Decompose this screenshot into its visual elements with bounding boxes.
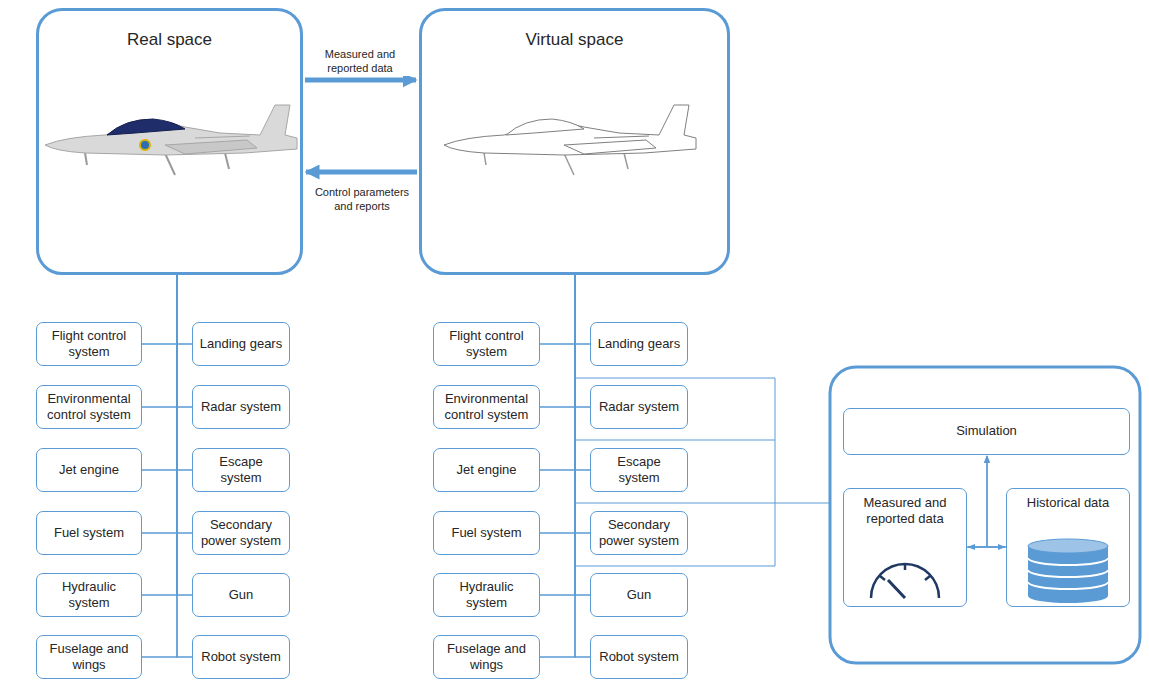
subsystem-box: Fuel system: [36, 511, 142, 555]
box-label: Historical data: [1027, 495, 1109, 511]
subsystem-box: Jet engine: [36, 448, 142, 492]
data-box: Simulation: [843, 408, 1130, 455]
panel-title: Real space: [127, 29, 212, 50]
data-flow-arrow: [305, 78, 416, 83]
box-label: Landing gears: [200, 336, 282, 352]
connector-line: [177, 275, 192, 657]
space-panel: Virtual space: [419, 8, 730, 275]
connector-line: [575, 275, 590, 657]
subsystem-box: Flight control system: [433, 322, 540, 366]
panel-title: Virtual space: [526, 29, 624, 50]
connector-line: [177, 275, 192, 595]
box-label: Flight control system: [438, 328, 535, 361]
connector-line: [540, 275, 575, 657]
connector-line: [575, 275, 590, 470]
subsystem-box: Environmental control system: [36, 385, 142, 429]
box-label: Jet engine: [59, 462, 119, 478]
database-icon: [1028, 539, 1108, 603]
subsystem-box: Flight control system: [36, 322, 142, 366]
jet-illustration: [45, 105, 297, 175]
subsystem-box: Jet engine: [433, 448, 540, 492]
connector-line: [987, 456, 1006, 547]
connector-line: [177, 275, 192, 533]
subsystem-box: Hydraulic system: [433, 573, 540, 617]
panel-outline: [830, 367, 1140, 663]
box-label: Radar system: [599, 399, 679, 415]
connector-line: [177, 275, 192, 344]
subsystem-box: Landing gears: [192, 322, 290, 366]
subsystem-box: Fuselage and wings: [433, 635, 540, 679]
box-label: Fuselage and wings: [438, 641, 535, 674]
connector-line: [967, 456, 987, 547]
box-label: Hydraulic system: [41, 579, 137, 612]
box-label: Fuel system: [54, 525, 124, 541]
data-flow-arrow: [306, 170, 417, 175]
connector-line: [540, 275, 575, 533]
box-label: Measured and reported data: [848, 495, 962, 528]
box-label: Escape system: [197, 454, 285, 487]
jet-wireframe: [444, 105, 696, 175]
subsystem-box: Secondary power system: [192, 511, 290, 555]
connector-line: [142, 275, 177, 595]
connector-line: [142, 275, 177, 344]
box-label: Radar system: [201, 399, 281, 415]
box-label: Gun: [627, 587, 652, 603]
connector-line: [540, 275, 575, 344]
connector-line: [575, 275, 590, 533]
subsystem-box: Environmental control system: [433, 385, 540, 429]
box-label: Simulation: [956, 423, 1017, 439]
subsystem-box: Robot system: [192, 635, 290, 679]
connector-line: [142, 275, 177, 657]
box-label: Environmental control system: [41, 391, 137, 424]
connector-line: [575, 275, 590, 344]
space-panel: Real space: [36, 8, 303, 275]
box-label: Flight control system: [41, 328, 137, 361]
box-label: Hydraulic system: [438, 579, 535, 612]
data-box: Historical data: [1006, 488, 1130, 607]
bus-wires: [575, 378, 830, 566]
arrow-label: Control parameters and reports: [312, 186, 412, 214]
connector-line: [540, 275, 575, 470]
subsystem-box: Fuselage and wings: [36, 635, 142, 679]
box-label: Environmental control system: [438, 391, 535, 424]
connector-line: [575, 275, 590, 595]
box-label: Fuselage and wings: [41, 641, 137, 674]
subsystem-box: Landing gears: [590, 322, 688, 366]
box-label: Secondary power system: [595, 517, 683, 550]
box-label: Landing gears: [598, 336, 680, 352]
connector-line: [177, 275, 192, 407]
subsystem-box: Radar system: [192, 385, 290, 429]
subsystem-box: Escape system: [590, 448, 688, 492]
connector-line: [575, 275, 590, 407]
connector-line: [540, 275, 575, 407]
subsystem-box: Radar system: [590, 385, 688, 429]
subsystem-box: Escape system: [192, 448, 290, 492]
subsystem-box: Gun: [192, 573, 290, 617]
connector-line: [177, 275, 192, 470]
subsystem-box: Robot system: [590, 635, 688, 679]
box-label: Robot system: [599, 649, 678, 665]
data-box: Measured and reported data: [843, 488, 967, 607]
subsystem-box: Secondary power system: [590, 511, 688, 555]
subsystem-box: Gun: [590, 573, 688, 617]
connector-line: [142, 275, 177, 407]
arrow-label: Measured and reported data: [310, 48, 410, 76]
connector-line: [142, 275, 177, 533]
box-label: Fuel system: [451, 525, 521, 541]
subsystem-box: Hydraulic system: [36, 573, 142, 617]
box-label: Escape system: [595, 454, 683, 487]
subsystem-box: Fuel system: [433, 511, 540, 555]
box-label: Jet engine: [457, 462, 517, 478]
box-label: Robot system: [201, 649, 280, 665]
connector-line: [142, 275, 177, 470]
box-label: Gun: [229, 587, 254, 603]
box-label: Secondary power system: [197, 517, 285, 550]
connector-line: [540, 275, 575, 595]
gauge-icon: [871, 564, 939, 598]
